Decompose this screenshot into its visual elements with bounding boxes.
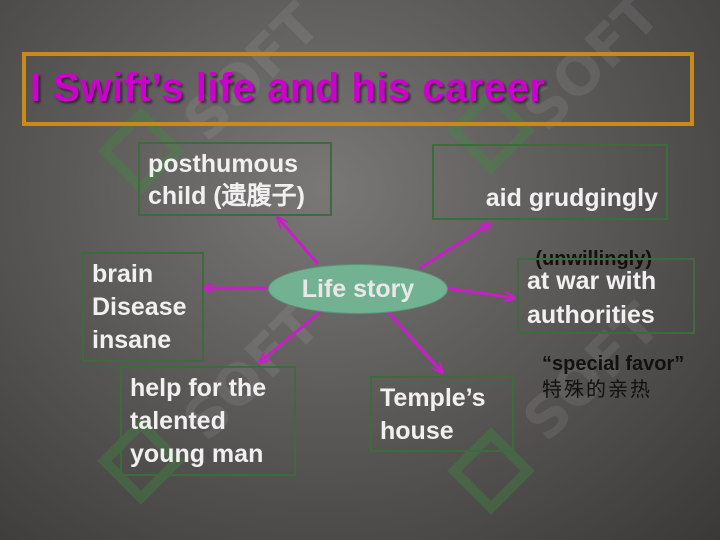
node-help-talented: help for the talented young man [120,366,296,476]
center-label: Life story [301,274,415,303]
arrow-to-temple [386,310,442,372]
arrow-to-posthumous [278,218,320,265]
special-favor-note: “special favor” [542,353,685,375]
special-favor-cn-note: 特殊的亲热 [542,379,652,401]
title-frame [22,52,694,126]
node-brain-disease: brain Disease insane [82,252,204,362]
arrow-to-help [260,310,321,362]
arrow-to-aid [419,224,490,270]
node-at-war: at war with authorities [517,258,695,334]
arrow-to-war [445,286,514,298]
node-posthumous-child: posthumous child (遗腹子) [138,142,332,216]
center-node-life-story: Life story [268,264,448,314]
node-temples-house: Temple’s house [370,376,514,452]
node-aid-grudgingly: aid grudgingly (unwillingly) [432,144,668,270]
slide-title: I Swift’s life and his career [30,66,546,110]
aid-label: aid grudgingly [485,184,658,212]
